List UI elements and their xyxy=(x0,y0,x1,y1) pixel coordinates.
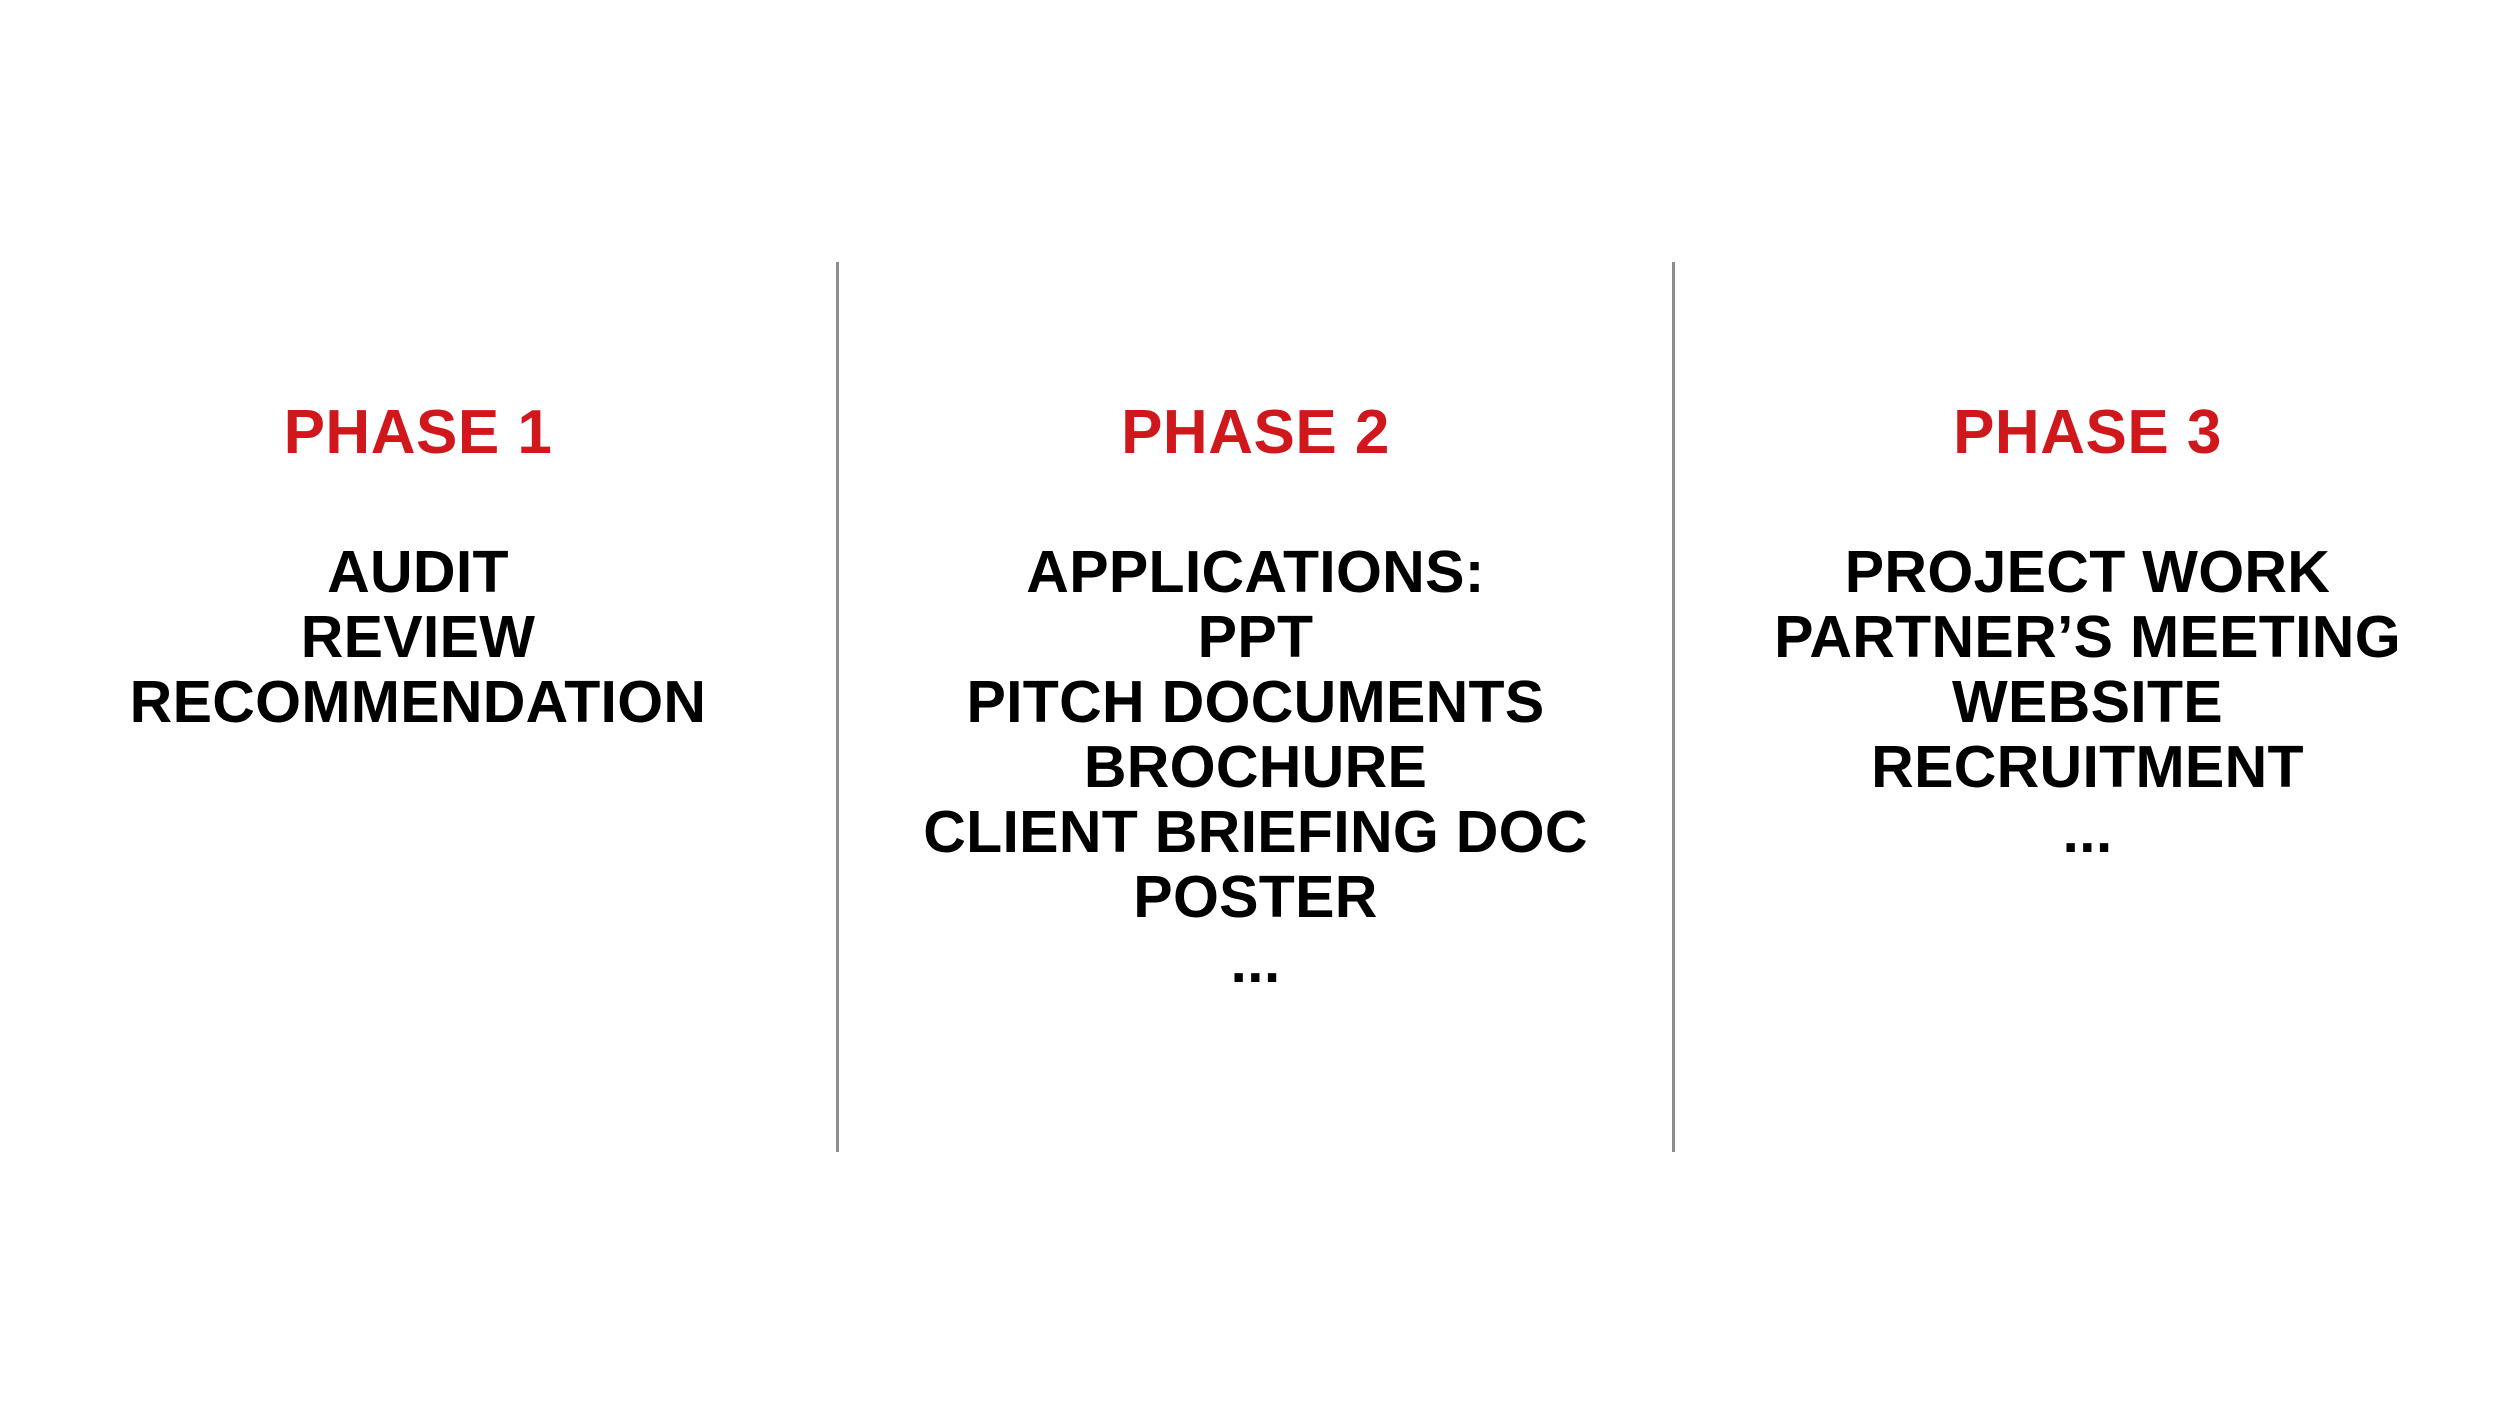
phase-item: AUDIT xyxy=(327,539,509,605)
phase-3-items: PROJECT WORK PARTNER’S MEETING WEBSITE R… xyxy=(1675,540,2500,865)
phase-item: PARTNER’S MEETING xyxy=(1774,604,2401,670)
phase-3-column: PHASE 3 PROJECT WORK PARTNER’S MEETING W… xyxy=(1675,396,2500,865)
column-divider xyxy=(836,262,839,1152)
phase-1-title: PHASE 1 xyxy=(283,398,553,467)
phase-item: ... xyxy=(1230,929,1281,995)
phase-2-column: PHASE 2 APPLICATIONS: PPT PITCH DOCUMENT… xyxy=(839,396,1672,995)
phase-item: APPLICATIONS: xyxy=(1026,539,1485,605)
phase-item: BROCHURE xyxy=(1083,734,1428,800)
phase-item: POSTER xyxy=(1133,864,1378,930)
phase-item: PITCH DOCUMENTS xyxy=(966,669,1545,735)
phase-item: ... xyxy=(2062,799,2113,865)
phase-2-items: APPLICATIONS: PPT PITCH DOCUMENTS BROCHU… xyxy=(839,540,1672,995)
phase-item: PROJECT WORK xyxy=(1844,539,2331,605)
phase-item: RECRUITMENT xyxy=(1871,734,2304,800)
phase-item: REVIEW xyxy=(300,604,536,670)
phase-item: PPT xyxy=(1197,604,1314,670)
phase-item: CLIENT BRIEFING DOC xyxy=(923,799,1588,865)
phase-item: WEBSITE xyxy=(1952,669,2223,735)
phase-3-title: PHASE 3 xyxy=(1953,398,2222,467)
phase-1-items: AUDIT REVIEW RECOMMENDATION xyxy=(0,540,836,735)
phase-item: RECOMMENDATION xyxy=(129,669,707,735)
phase-1-column: PHASE 1 AUDIT REVIEW RECOMMENDATION xyxy=(0,396,836,735)
phase-2-title: PHASE 2 xyxy=(1121,398,1390,467)
column-divider xyxy=(1672,262,1675,1152)
